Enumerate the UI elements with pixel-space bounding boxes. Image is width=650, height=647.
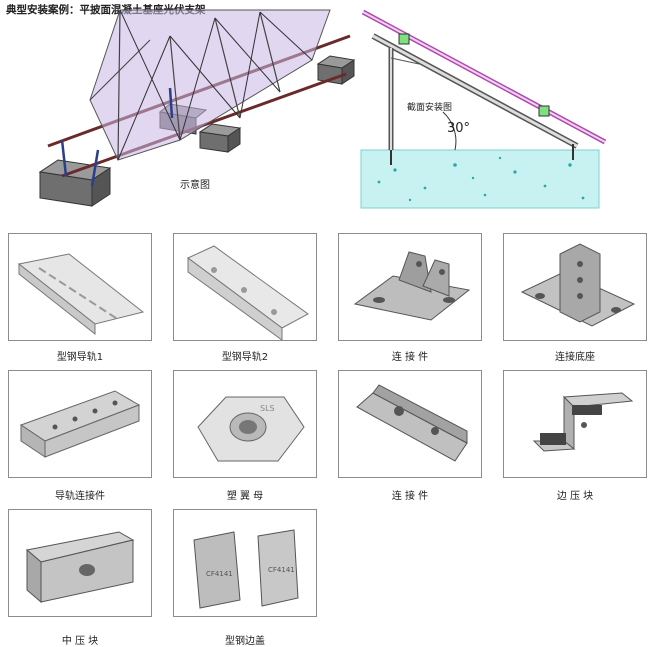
part-label-mid-clamp: 中 压 块 — [61, 636, 99, 647]
part-card-rail-2 — [173, 233, 317, 341]
part-label-rail-2: 型钢导轨2 — [221, 352, 269, 363]
section-diagram: 30° 截面安装图 — [360, 9, 607, 209]
svg-text:SLS: SLS — [260, 404, 275, 413]
base-image — [520, 243, 636, 327]
mid-leg — [168, 87, 174, 119]
part-label-rail-1: 型钢导轨1 — [56, 352, 104, 363]
svg-text:CF4141: CF4141 — [268, 566, 295, 574]
part-label-base: 连接底座 — [555, 352, 595, 363]
rail-1-image — [17, 253, 145, 336]
end-cap-image: CF4141 CF4141 — [193, 529, 299, 609]
part-card-end-cap: CF4141 CF4141 — [173, 509, 317, 617]
rail-2-image — [187, 245, 309, 341]
part-label-end-cap: 型钢边盖 — [225, 636, 265, 647]
part-label-wing-nut: 塑 翼 母 — [226, 491, 264, 502]
connector-1-image — [353, 251, 471, 321]
part-card-connector-2 — [338, 370, 482, 478]
wing-nut-image: SLS — [197, 396, 305, 462]
part-card-wing-nut: SLS — [173, 370, 317, 478]
part-label-end-clamp: 边 压 块 — [556, 491, 594, 502]
concrete-block-back — [316, 55, 356, 85]
solar-panels — [89, 9, 331, 161]
front-brace — [90, 149, 100, 187]
part-label-rail-connector: 导轨连接件 — [55, 491, 105, 502]
rail-connector-image — [19, 390, 141, 458]
part-card-rail-connector — [8, 370, 152, 478]
mid-clamp-image — [25, 531, 135, 604]
part-card-connector-1 — [338, 233, 482, 341]
part-card-mid-clamp — [8, 509, 152, 617]
concrete-speckles — [377, 156, 585, 202]
front-leg — [60, 139, 68, 177]
end-clamp-image — [532, 392, 634, 452]
concrete-base — [360, 149, 600, 209]
left-caption: 示意图 — [180, 178, 210, 191]
section-caption: 截面安装图 — [407, 101, 452, 113]
part-card-end-clamp — [503, 370, 647, 478]
concrete-block-middle — [198, 123, 242, 153]
clamp-top — [398, 33, 410, 45]
svg-text:CF4141: CF4141 — [206, 570, 233, 578]
angle-arc — [442, 111, 457, 151]
part-card-rail-1 — [8, 233, 152, 341]
part-label-connector-2: 连 接 件 — [391, 491, 429, 502]
part-label-connector-1: 连 接 件 — [391, 352, 429, 363]
array-isometric-diagram: 示意图 — [38, 9, 356, 207]
clamp-middle — [538, 105, 550, 117]
concrete-block-front — [38, 159, 112, 207]
connector-2-image — [356, 384, 468, 462]
angle-label: 30° — [447, 121, 470, 136]
part-card-base — [503, 233, 647, 341]
